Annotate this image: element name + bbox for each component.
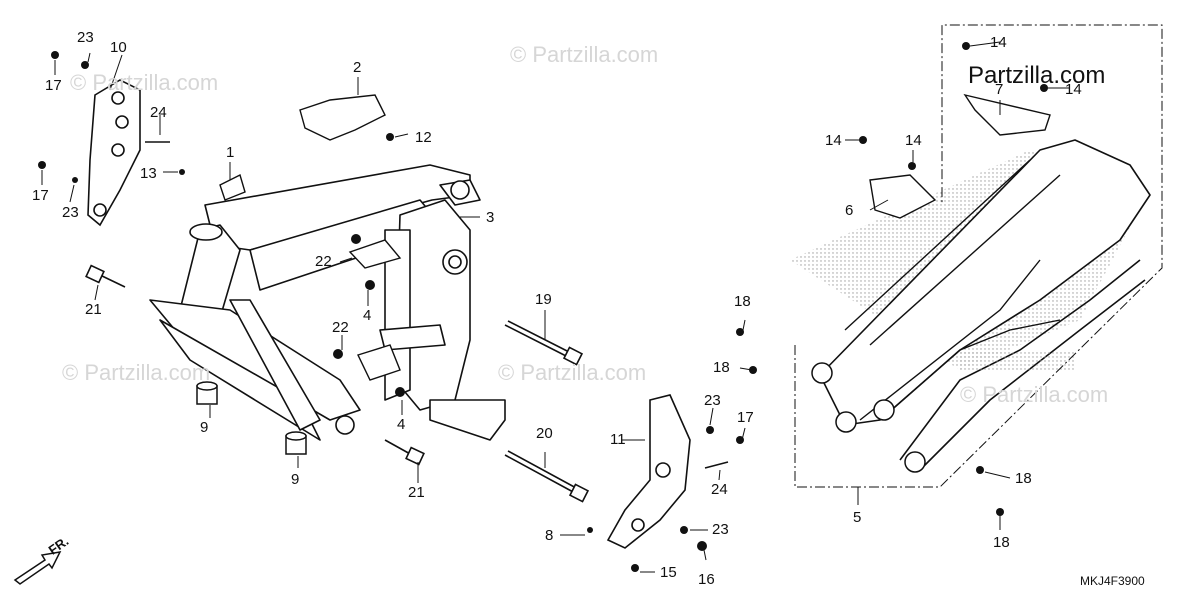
callout-23: 23 <box>704 392 721 409</box>
callout-4: 4 <box>397 416 406 433</box>
callout-12: 12 <box>415 129 432 146</box>
engine-mounts <box>348 239 402 381</box>
bracket-7 <box>963 93 1051 136</box>
brackets-1-2 <box>219 94 386 201</box>
callout-8: 8 <box>545 527 554 544</box>
callout-19: 19 <box>535 291 552 308</box>
callout-21: 21 <box>85 301 102 318</box>
hanger-plate-10 <box>87 79 141 227</box>
callout-24: 24 <box>150 104 167 121</box>
callout-23: 23 <box>62 204 79 221</box>
callout-6: 6 <box>845 202 854 219</box>
watermark: © Partzilla.com <box>960 382 1109 407</box>
callout-22: 22 <box>315 253 332 270</box>
diagram-code: MKJ4F3900 <box>1080 574 1145 588</box>
long-bolts <box>85 141 729 503</box>
callout-16: 16 <box>698 571 715 588</box>
main-frame <box>149 164 506 441</box>
hanger-plate-11 <box>606 394 691 549</box>
front-arrow-icon <box>13 551 62 585</box>
callout-14: 14 <box>905 132 922 149</box>
callout-1: 1 <box>226 144 235 161</box>
callout-18: 18 <box>734 293 751 310</box>
callout-13: 13 <box>140 165 157 182</box>
callout-17: 17 <box>737 409 754 426</box>
callout-20: 20 <box>536 425 553 442</box>
leader-lines <box>41 41 1070 573</box>
collars <box>196 381 307 455</box>
watermark: © Partzilla.com <box>510 42 659 67</box>
callout-18: 18 <box>713 359 730 376</box>
callout-23: 23 <box>77 29 94 46</box>
subframe-assembly-box <box>794 24 1163 488</box>
callout-22: 22 <box>332 319 349 336</box>
callout-7: 7 <box>995 81 1004 98</box>
callout-5: 5 <box>853 509 862 526</box>
callout-9: 9 <box>200 419 209 436</box>
brand-watermark: Partzilla.com <box>968 62 1106 89</box>
small-fasteners <box>38 42 1048 572</box>
callout-17: 17 <box>45 77 62 94</box>
callout-2: 2 <box>353 59 362 76</box>
watermark: © Partzilla.com <box>62 360 211 385</box>
callout-4: 4 <box>363 307 372 324</box>
callout-11: 11 <box>610 431 626 448</box>
callout-24: 24 <box>711 481 728 498</box>
callout-14: 14 <box>825 132 842 149</box>
callout-18: 18 <box>1015 470 1032 487</box>
callout-23: 23 <box>712 521 729 538</box>
callout-18: 18 <box>993 534 1010 551</box>
callout-21: 21 <box>408 484 425 501</box>
watermark: © Partzilla.com <box>498 360 647 385</box>
callout-3: 3 <box>486 209 495 226</box>
callout-17: 17 <box>32 187 49 204</box>
callout-14: 14 <box>1065 81 1082 98</box>
rear-subframe <box>790 139 1151 473</box>
callout-9: 9 <box>291 471 300 488</box>
callout-14: 14 <box>990 34 1007 51</box>
watermark: © Partzilla.com <box>70 70 219 95</box>
callout-15: 15 <box>660 564 677 581</box>
callout-10: 10 <box>110 39 127 56</box>
bracket-6 <box>869 174 937 219</box>
